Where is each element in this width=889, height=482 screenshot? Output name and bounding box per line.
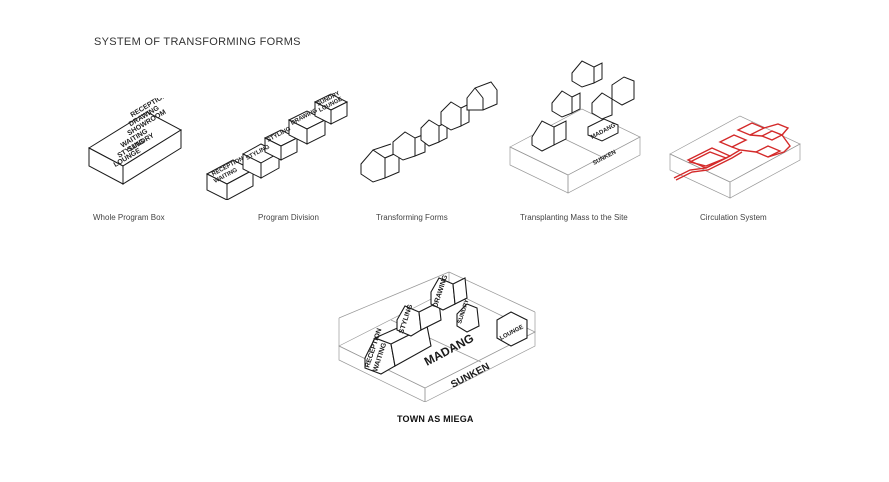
- stage-transplanting-mass: SUNKEN MADANG: [508, 55, 648, 195]
- caption-whole-program-box: Whole Program Box: [93, 213, 165, 222]
- town-label-madang: MADANG: [422, 331, 476, 369]
- page-title: SYSTEM OF TRANSFORMING FORMS: [94, 36, 301, 48]
- site-label-sunken: SUNKEN: [592, 150, 617, 167]
- stage-circulation-system: [668, 100, 803, 200]
- caption-circulation-system: Circulation System: [700, 213, 767, 222]
- circulation-system-drawing: [669, 115, 801, 199]
- stage-transforming-forms: [355, 78, 505, 193]
- transplanting-mass-drawing: SUNKEN MADANG: [509, 60, 641, 194]
- circulation-path: [673, 122, 791, 181]
- stage-town-as-miega: RECEPTION WAITING STYLING DRAWING MADANG…: [335, 262, 545, 402]
- stage-program-division: RECEPTION WAITING STYLING STYLING DRAWIN…: [205, 90, 355, 200]
- caption-transplanting-mass: Transplanting Mass to the Site: [520, 213, 628, 222]
- whole-program-box-drawing: RECEPTION DRAWING SHOWROOM WAITING SUNDR…: [87, 98, 183, 185]
- transforming-forms-drawing: [360, 81, 498, 183]
- stage-whole-program-box: RECEPTION DRAWING SHOWROOM WAITING SUNDR…: [85, 98, 185, 198]
- program-division-drawing: RECEPTION WAITING STYLING STYLING DRAWIN…: [205, 91, 349, 200]
- caption-transforming-forms: Transforming Forms: [376, 213, 448, 222]
- town-as-miega-drawing: RECEPTION WAITING STYLING DRAWING MADANG…: [338, 271, 536, 402]
- caption-town-as-miega: TOWN AS MIEGA: [397, 414, 474, 424]
- town-label-sunken: SUNKEN: [449, 361, 491, 391]
- caption-program-division: Program Division: [258, 213, 319, 222]
